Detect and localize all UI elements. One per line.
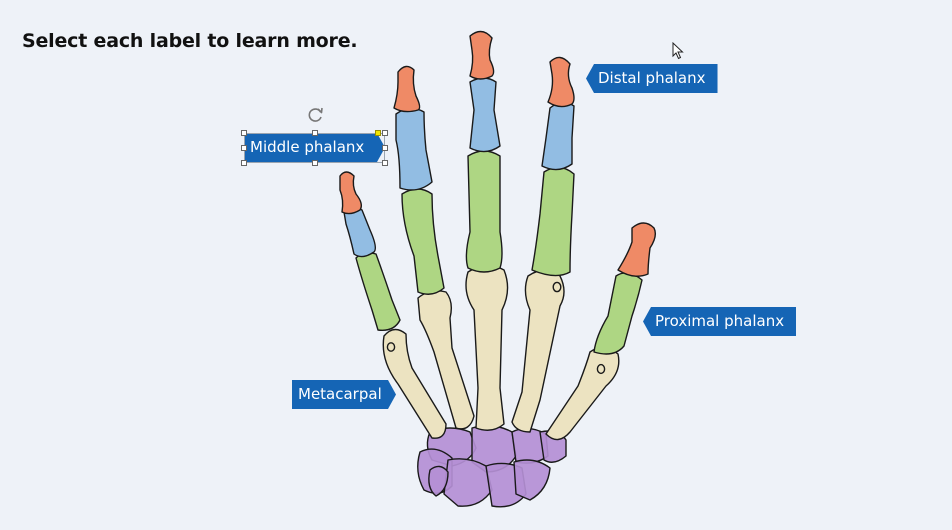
instruction-heading: Select each label to learn more. — [22, 30, 358, 52]
label-distal-phalanx-text: Distal phalanx — [598, 69, 706, 87]
label-middle-phalanx-text: Middle phalanx — [250, 138, 365, 156]
mouse-pointer-icon — [672, 42, 684, 60]
resize-handle-top-middle[interactable] — [312, 130, 318, 136]
label-middle-phalanx[interactable]: Middle phalanx — [244, 133, 385, 162]
carpal-bones — [417, 425, 567, 508]
resize-handle-bottom-middle[interactable] — [312, 160, 318, 166]
label-metacarpal[interactable]: Metacarpal — [292, 380, 396, 409]
distal-phalanx-bones — [339, 30, 657, 277]
resize-handle-middle-left[interactable] — [241, 145, 247, 151]
adjust-handle-yellow[interactable] — [375, 130, 381, 136]
resize-handle-top-right[interactable] — [382, 130, 388, 136]
rotate-icon[interactable] — [307, 106, 325, 124]
label-proximal-phalanx-text: Proximal phalanx — [655, 312, 785, 330]
resize-handle-top-left[interactable] — [241, 130, 247, 136]
resize-handle-bottom-left[interactable] — [241, 160, 247, 166]
proximal-phalanx-bones — [355, 150, 643, 355]
label-proximal-phalanx[interactable]: Proximal phalanx — [643, 307, 797, 336]
resize-handle-bottom-right[interactable] — [382, 160, 388, 166]
middle-phalanx-bones — [343, 77, 575, 258]
label-metacarpal-text: Metacarpal — [298, 385, 382, 403]
label-distal-phalanx[interactable]: Distal phalanx — [586, 64, 718, 93]
resize-handle-middle-right[interactable] — [382, 145, 388, 151]
